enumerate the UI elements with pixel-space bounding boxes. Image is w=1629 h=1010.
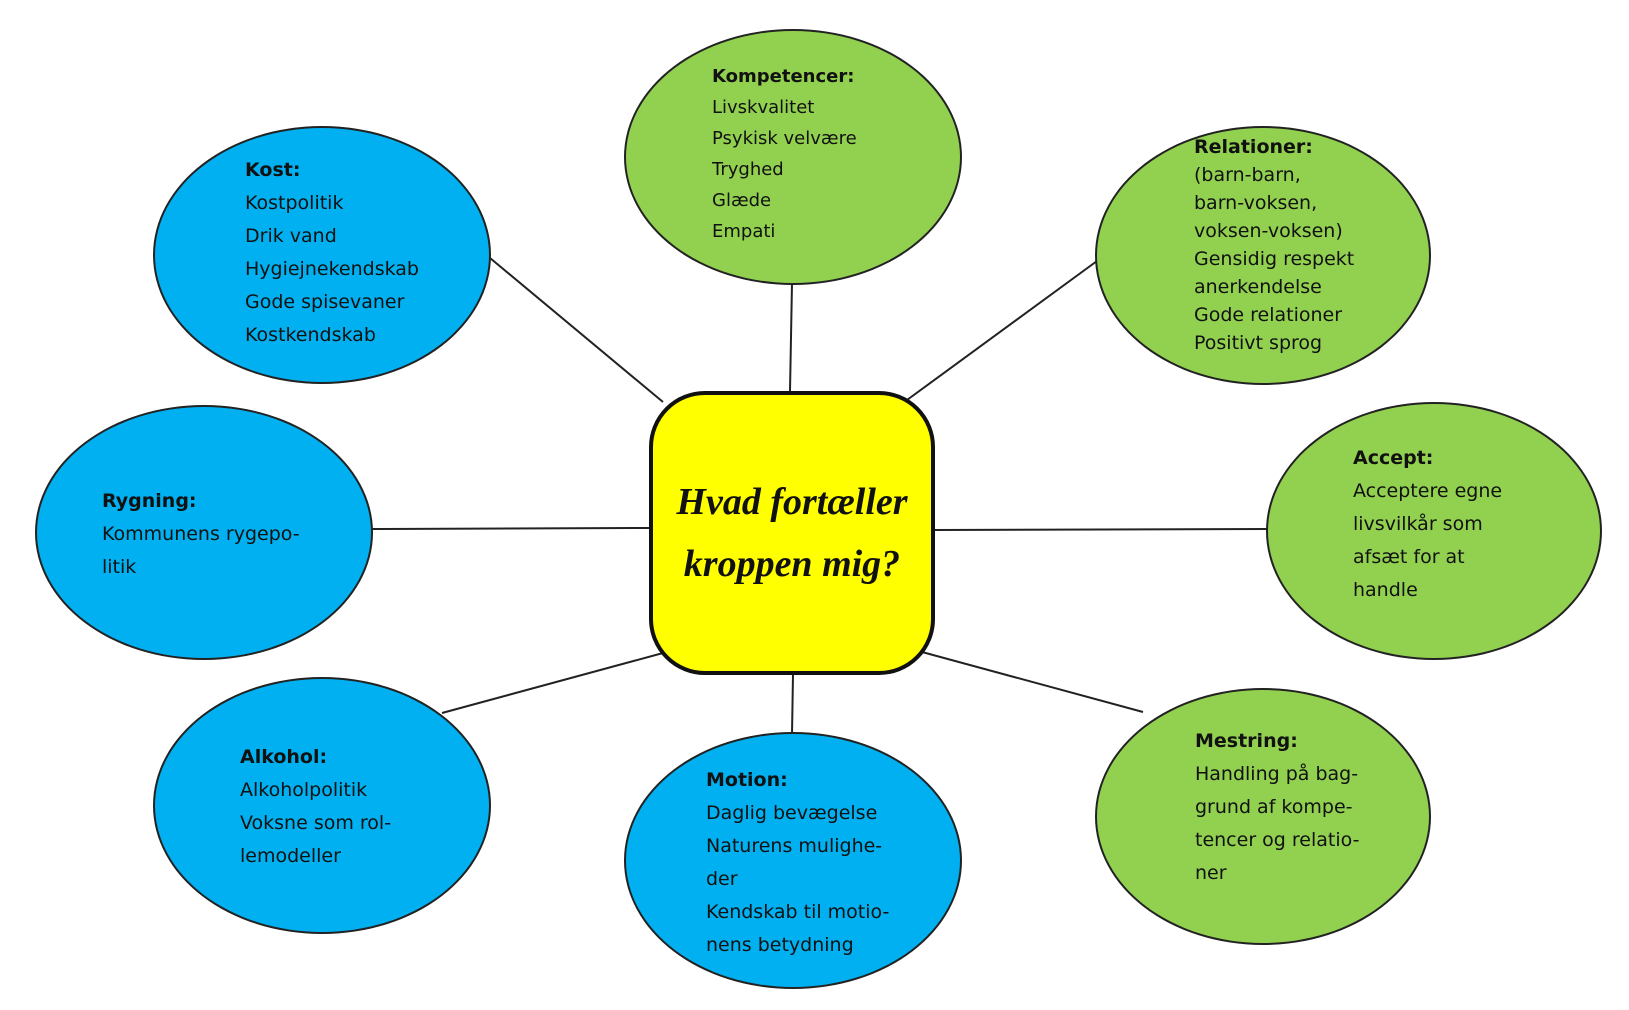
node-motion-title: Motion: [706,769,788,791]
node-kompetencer-line: Glæde [712,190,772,211]
node-accept [1266,402,1602,660]
node-alkohol-text: Alkohol: Alkoholpolitik Voksne som rol- … [240,741,391,873]
node-motion-line: Daglig bevægelse [706,802,878,824]
node-accept-line: Acceptere egne [1353,480,1503,502]
center-question-line: Hvad fortæller [676,481,908,523]
node-accept-title: Accept: [1353,447,1434,469]
node-alkohol-line: Alkoholpolitik [240,779,368,801]
node-motion-line: Naturens mulighe- [706,835,883,857]
node-alkohol-title: Alkohol: [240,746,328,768]
node-motion-line: Kendskab til motio- [706,901,890,923]
node-mestring-text: Mestring: Handling på bag- grund af komp… [1195,725,1359,890]
node-motion-line: nens betydning [706,934,854,956]
node-motion-text: Motion: Daglig bevægelse Naturens muligh… [706,764,889,962]
node-kompetencer-line: Psykisk velvære [712,128,857,149]
connector-kompetencer [789,282,793,392]
node-accept-text: Accept: Acceptere egne livsvilkår som af… [1353,442,1502,607]
node-motion-line: der [706,868,738,890]
node-relationer-line: voksen-voksen) [1194,220,1343,242]
node-kost-line: Kostpolitik [245,192,344,214]
node-rygning-line: Kommunens rygepo- [102,523,300,545]
node-kompetencer-text: Kompetencer: Livskvalitet Psykisk velvær… [712,61,857,247]
node-alkohol-line: lemodeller [240,845,341,867]
connector-mestring [921,651,1144,713]
connector-accept [934,528,1269,531]
connector-alkohol [441,652,664,714]
node-mestring-line: grund af kompe- [1195,796,1353,818]
node-relationer-line: (barn-barn, [1194,164,1301,186]
node-rygning [35,405,373,660]
node-kompetencer-line: Livskvalitet [712,97,815,118]
node-relationer-line: Gensidig respekt [1194,248,1355,270]
node-kost-line: Hygiejnekendskab [245,258,419,280]
node-motion [624,732,962,989]
connector-rygning [370,527,650,530]
node-kompetencer-title: Kompetencer: [712,66,855,87]
node-mestring-line: Handling på bag- [1195,763,1359,785]
node-accept-line: handle [1353,579,1418,601]
center-question-line: kroppen mig? [683,543,901,585]
node-relationer-title: Relationer: [1194,136,1313,158]
node-relationer-line: Positivt sprog [1194,332,1323,354]
connector-relationer [906,260,1098,401]
node-relationer-text: Relationer: (barn-barn, barn-voksen, vok… [1194,133,1354,357]
node-kompetencer-line: Empati [712,221,776,242]
node-kompetencer [624,29,962,285]
node-mestring-line: tencer og relatio- [1195,829,1360,851]
connector-kost [489,257,664,403]
node-mestring-title: Mestring: [1195,730,1298,752]
node-mestring-line: ner [1195,862,1227,884]
connector-motion [791,674,794,735]
node-kompetencer-line: Tryghed [712,159,784,180]
node-relationer-line: barn-voksen, [1194,192,1318,214]
node-relationer-line: Gode relationer [1194,304,1343,326]
node-kost [153,126,491,384]
node-alkohol-line: Voksne som rol- [240,812,392,834]
node-mestring [1095,688,1431,945]
node-kost-line: Gode spisevaner [245,291,405,313]
node-relationer-line: anerkendelse [1194,276,1322,298]
node-alkohol [153,677,491,934]
node-rygning-line: litik [102,556,137,578]
node-kost-title: Kost: [245,159,301,181]
node-rygning-text: Rygning: Kommunens rygepo- litik [102,485,300,584]
node-accept-line: afsæt for at [1353,546,1465,568]
node-kost-text: Kost: Kostpolitik Drik vand Hygiejnekend… [245,154,419,352]
node-kost-line: Kostkendskab [245,324,376,346]
center-question-box: Hvad fortæller kroppen mig? [649,391,935,675]
center-question-title: Hvad fortæller kroppen mig? [676,471,907,595]
node-kost-line: Drik vand [245,225,337,247]
node-relationer [1095,126,1431,385]
node-accept-line: livsvilkår som [1353,513,1483,535]
node-rygning-title: Rygning: [102,490,197,512]
